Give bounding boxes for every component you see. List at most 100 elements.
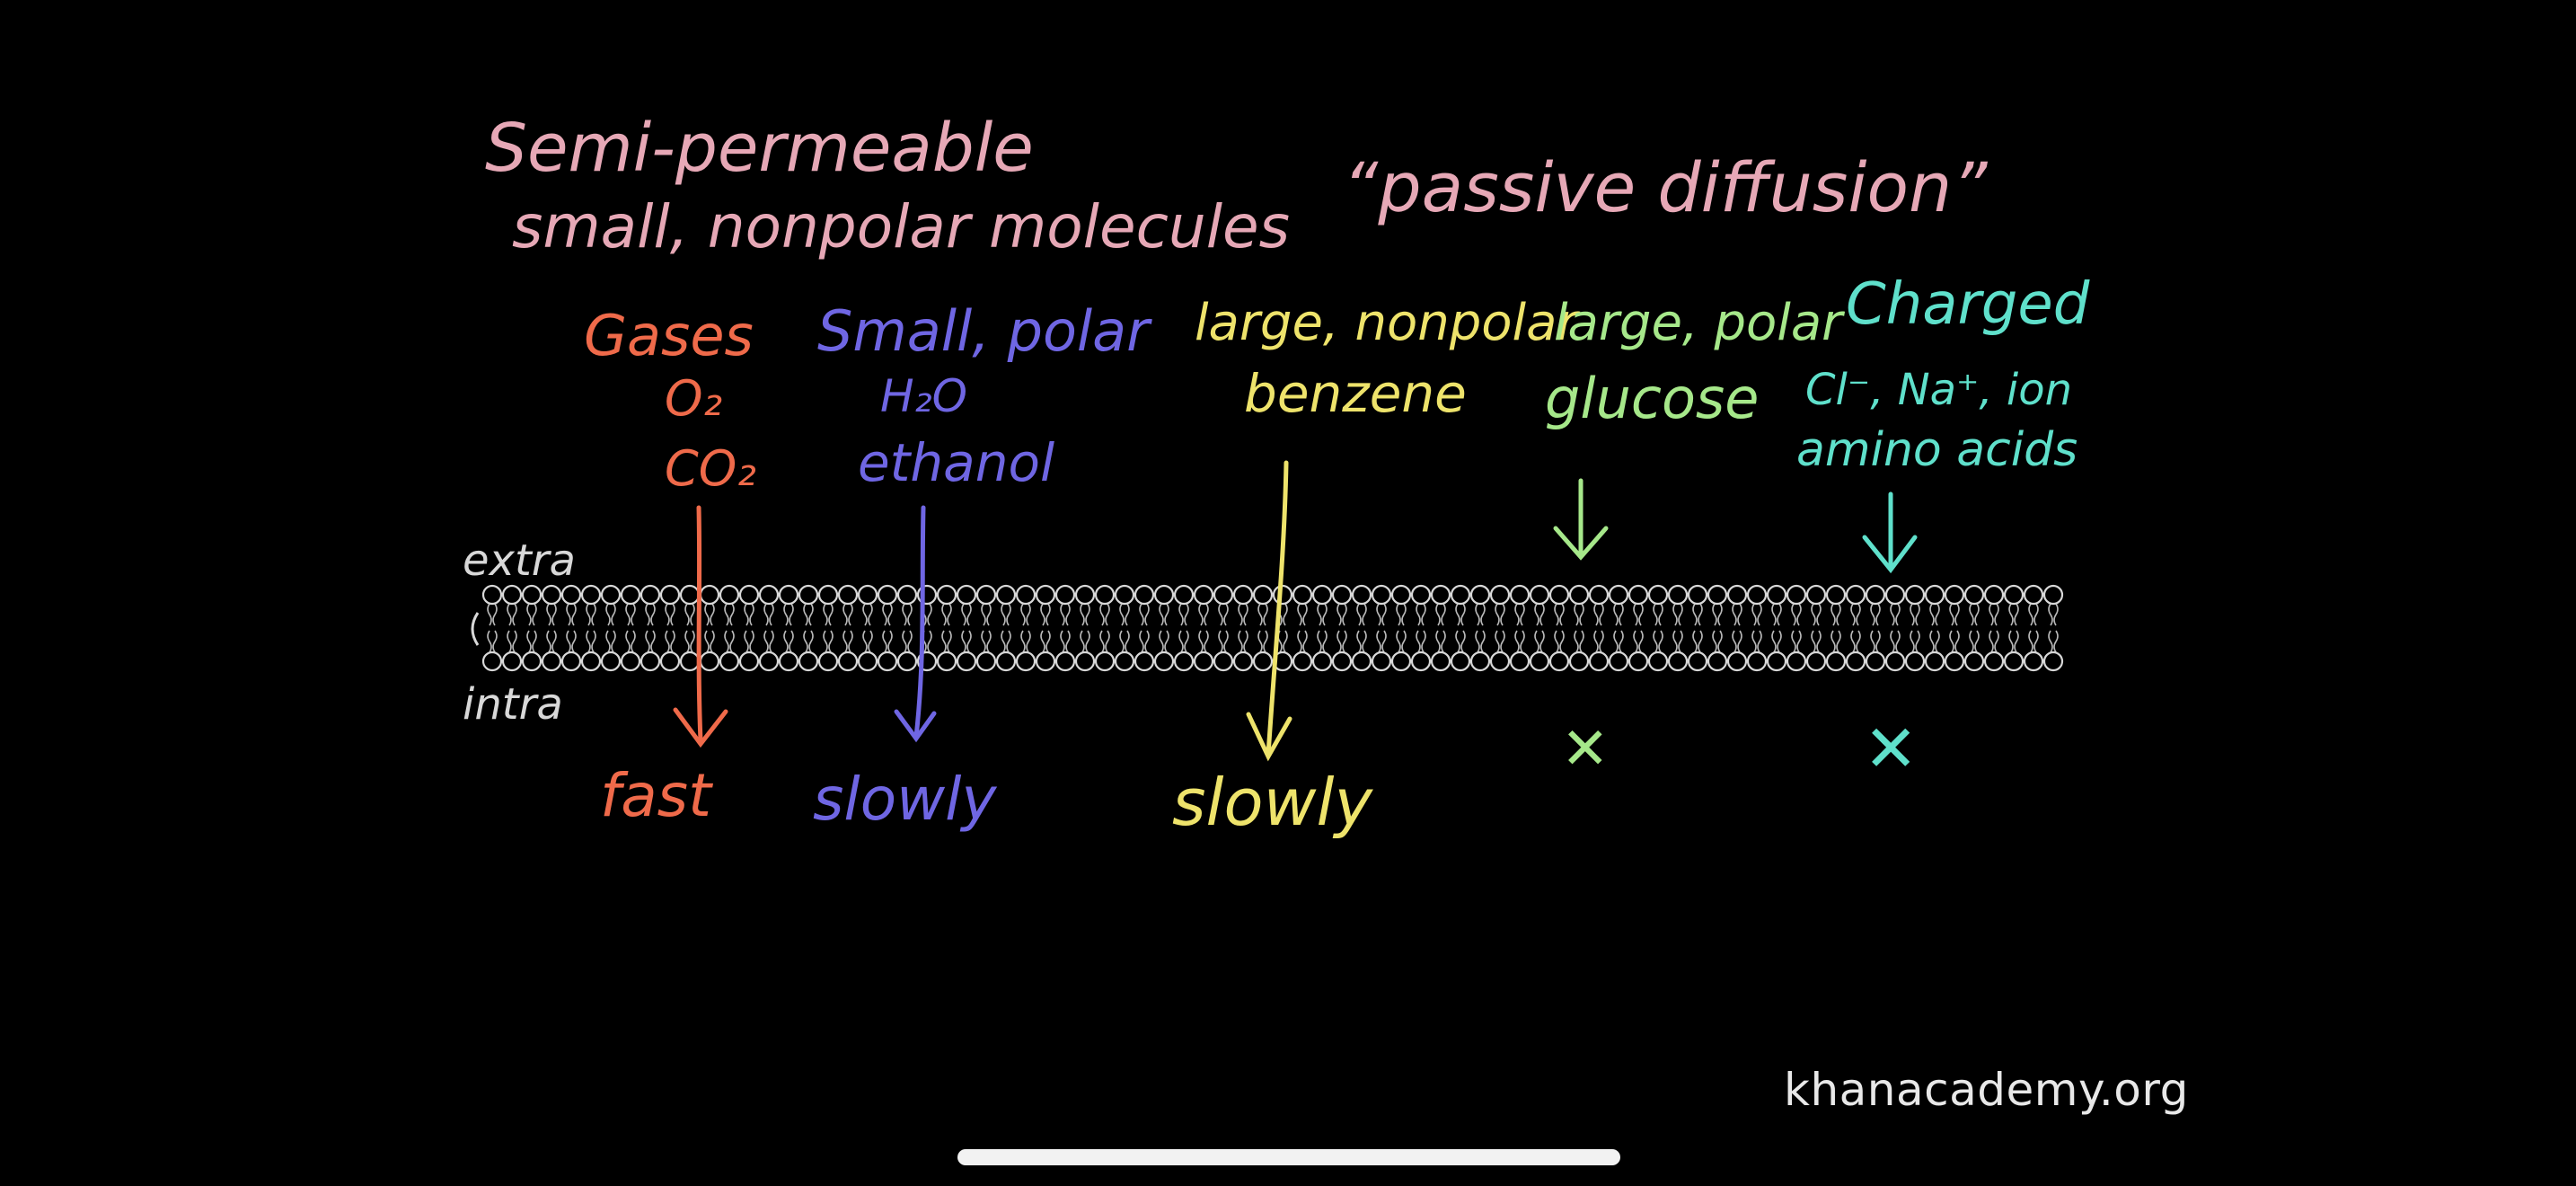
lipid-tail-outer [1831, 603, 1836, 626]
lipid-head-outer [1469, 584, 1491, 606]
lipid-tail-inner [2048, 630, 2053, 653]
lipid-tail-inner [1929, 630, 1935, 653]
lipid-tail-outer [1065, 603, 1071, 626]
lipid-tail-outer [724, 603, 729, 626]
lipid-head-inner [1746, 651, 1768, 672]
lipid-tail-outer [783, 603, 789, 626]
lipid-head-outer [1588, 584, 1610, 606]
lipid-tail-outer [1771, 603, 1777, 626]
lipid-head-inner [1134, 651, 1155, 672]
lipid-tail-inner [684, 630, 690, 653]
home-indicator-bar[interactable] [957, 1149, 1620, 1165]
lipid-tail-outer [670, 603, 675, 626]
lipid-head-outer [936, 584, 957, 606]
lipid-tail-outer [2028, 603, 2033, 626]
lipid-head-outer [719, 584, 740, 606]
lipid-head-inner [580, 651, 602, 672]
lipid-tail-inner [566, 630, 571, 653]
lipid-tail-inner [1672, 630, 1678, 653]
lipid-head-outer [1430, 584, 1451, 606]
lipid-head-inner [995, 651, 1017, 672]
lipid-tail-outer [1895, 603, 1901, 626]
lipid-head-inner [1608, 651, 1629, 672]
lipid-head-outer [1746, 584, 1768, 606]
lipid-tail-inner [1302, 630, 1308, 653]
lipid-head-inner [1786, 651, 1807, 672]
lipid-tail-inner [961, 630, 966, 653]
lipid-tail-outer [631, 603, 636, 626]
heading-large-polar: large, polar [1554, 294, 1845, 352]
lipid-tail-inner [1040, 630, 1045, 653]
lipid-tail-outer [1554, 603, 1559, 626]
lipid-tail-outer [1613, 603, 1619, 626]
lipid-head-inner [1331, 651, 1353, 672]
lipid-head-inner [640, 651, 661, 672]
lipid-head-inner [758, 651, 780, 672]
lipid-tail-inner [1811, 630, 1816, 653]
lipid-head-outer [1311, 584, 1333, 606]
lipid-head-outer [501, 584, 523, 606]
lipid-tail-inner [645, 630, 650, 653]
lipid-head-inner [1766, 651, 1787, 672]
lipid-head-outer [2023, 584, 2044, 606]
lipid-tail-inner [1026, 630, 1031, 653]
lipid-tail-inner [966, 630, 972, 653]
lipid-tail-inner [492, 630, 498, 653]
lipid-tail-outer [512, 603, 517, 626]
lipid-tail-inner [507, 630, 512, 653]
result-slowly-nonpolar: slowly [1172, 765, 1373, 840]
lipid-tail-outer [645, 603, 650, 626]
lipid-tail-inner [650, 630, 656, 653]
lipid-tail-outer [1534, 603, 1539, 626]
lipid-head-outer [1667, 584, 1689, 606]
lipid-tail-inner [1816, 630, 1822, 653]
lipid-tail-outer [1283, 603, 1288, 626]
lipid-head-inner [956, 651, 977, 672]
lipid-tail-outer [1263, 603, 1268, 626]
lipid-tail-outer [1579, 603, 1584, 626]
lipid-tail-outer [927, 603, 932, 626]
lipid-head-outer [600, 584, 622, 606]
lipid-head-outer [1390, 584, 1412, 606]
lipid-tail-outer [650, 603, 656, 626]
lipid-tail-outer [1836, 603, 1841, 626]
lipid-tail-inner [1060, 630, 1065, 653]
lipid-tail-outer [1401, 603, 1407, 626]
example-amino-acids: amino acids [1796, 423, 2078, 477]
lipid-tail-outer [1125, 603, 1130, 626]
lipid-tail-inner [1717, 630, 1723, 653]
lipid-tail-outer [749, 603, 754, 626]
lipid-tail-inner [526, 630, 532, 653]
lipid-tail-outer [1870, 603, 1875, 626]
lipid-head-inner [2023, 651, 2044, 672]
lipid-head-inner [620, 651, 641, 672]
lipid-head-inner [877, 651, 898, 672]
lipid-tail-outer [1520, 603, 1525, 626]
lipid-tail-outer [710, 603, 715, 626]
lipid-tail-inner [1559, 630, 1565, 653]
lipid-tail-inner [1356, 630, 1362, 653]
lipid-tail-outer [1060, 603, 1065, 626]
lipid-tail-inner [1989, 630, 1994, 653]
lipid-tail-inner [1994, 630, 1999, 653]
lipid-tail-outer [1238, 603, 1243, 626]
lipid-head-inner [1805, 651, 1827, 672]
lipid-tail-outer [704, 603, 710, 626]
lipid-tail-inner [907, 630, 913, 653]
lipid-tail-outer [828, 603, 834, 626]
lipid-tail-inner [1619, 630, 1624, 653]
lipid-tail-inner [710, 630, 715, 653]
lipid-tail-inner [986, 630, 992, 653]
example-glucose: glucose [1545, 366, 1759, 431]
lipid-head-inner [896, 651, 918, 672]
lipid-tail-outer [1717, 603, 1723, 626]
heading-gases: Gases [584, 303, 754, 368]
lipid-head-inner [1884, 651, 1906, 672]
lipid-tail-inner [591, 630, 596, 653]
lipid-tail-outer [1223, 603, 1229, 626]
lipid-tail-inner [1633, 630, 1638, 653]
lipid-tail-inner [1460, 630, 1466, 653]
lipid-tail-inner [1238, 630, 1243, 653]
lipid-head-outer [1371, 584, 1392, 606]
lipid-tail-outer [1593, 603, 1599, 626]
